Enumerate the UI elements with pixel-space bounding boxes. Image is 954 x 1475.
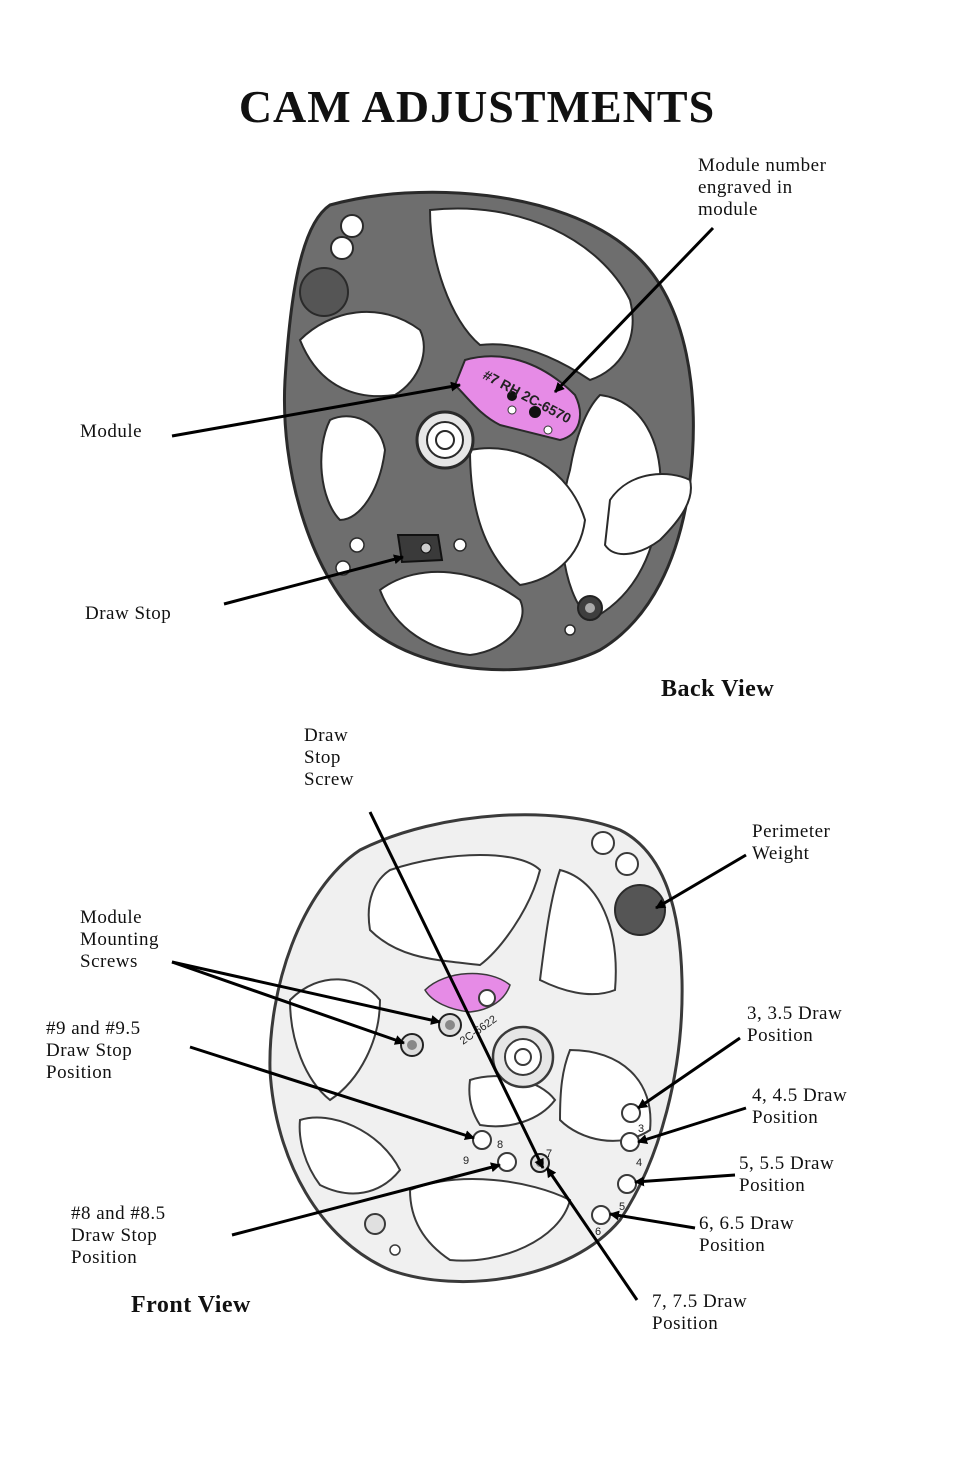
back-module bbox=[453, 355, 581, 442]
heading-back-view: Back View bbox=[661, 676, 775, 702]
arrow-pos-6 bbox=[609, 1210, 696, 1230]
arrow-perimeter-weight bbox=[655, 853, 747, 910]
hole-number-3: 3 bbox=[638, 1123, 644, 1135]
arrow-mounting-screw-1 bbox=[171, 960, 441, 1025]
perimeter-weight bbox=[614, 884, 666, 936]
arrow-pos-3 bbox=[637, 1036, 741, 1110]
heading-front-view: Front View bbox=[131, 1292, 251, 1318]
arrow-pos-5 bbox=[634, 1173, 736, 1187]
hole-number-5: 5 bbox=[619, 1201, 625, 1213]
hole-number-8: 8 bbox=[497, 1139, 503, 1151]
label-draw-stop: Draw Stop bbox=[85, 603, 172, 624]
hole-number-9: 9 bbox=[463, 1155, 469, 1167]
arrow-module bbox=[171, 381, 461, 438]
arrow-module-number bbox=[553, 226, 715, 394]
label-pos-3: 3, 3.5 Draw Position bbox=[747, 1003, 843, 1046]
label-pos-9: #9 and #9.5 Draw Stop Position bbox=[46, 1018, 141, 1083]
hole-number-6: 6 bbox=[595, 1226, 601, 1238]
label-module-number: Module number engraved in module bbox=[698, 155, 827, 220]
arrow-pos-9 bbox=[189, 1045, 475, 1141]
page-title: CAM ADJUSTMENTS bbox=[238, 81, 716, 132]
arrow-pos-4 bbox=[637, 1106, 747, 1145]
arrow-mounting-screw-2 bbox=[171, 960, 405, 1045]
back-view-cam bbox=[282, 190, 695, 672]
arrow-pos-8 bbox=[231, 1162, 501, 1237]
label-perimeter-weight: Perimeter Weight bbox=[752, 821, 831, 864]
arrow-pos-7 bbox=[545, 1167, 639, 1301]
label-module: Module bbox=[80, 421, 143, 442]
label-pos-6: 6, 6.5 Draw Position bbox=[699, 1213, 795, 1256]
label-module-mounting-screws: Module Mounting Screws bbox=[80, 907, 159, 972]
label-pos-7: 7, 7.5 Draw Position bbox=[652, 1291, 748, 1334]
arrow-draw-stop-screw bbox=[368, 811, 545, 1169]
hole-number-4: 4 bbox=[636, 1157, 642, 1169]
back-draw-stop bbox=[396, 534, 444, 564]
label-pos-5: 5, 5.5 Draw Position bbox=[739, 1153, 835, 1196]
label-pos-8: #8 and #8.5 Draw Stop Position bbox=[71, 1203, 166, 1268]
label-pos-4: 4, 4.5 Draw Position bbox=[752, 1085, 848, 1128]
arrow-draw-stop bbox=[223, 554, 404, 606]
hole-number-7: 7 bbox=[546, 1148, 552, 1160]
label-draw-stop-screw: Draw Stop Screw bbox=[304, 725, 354, 790]
